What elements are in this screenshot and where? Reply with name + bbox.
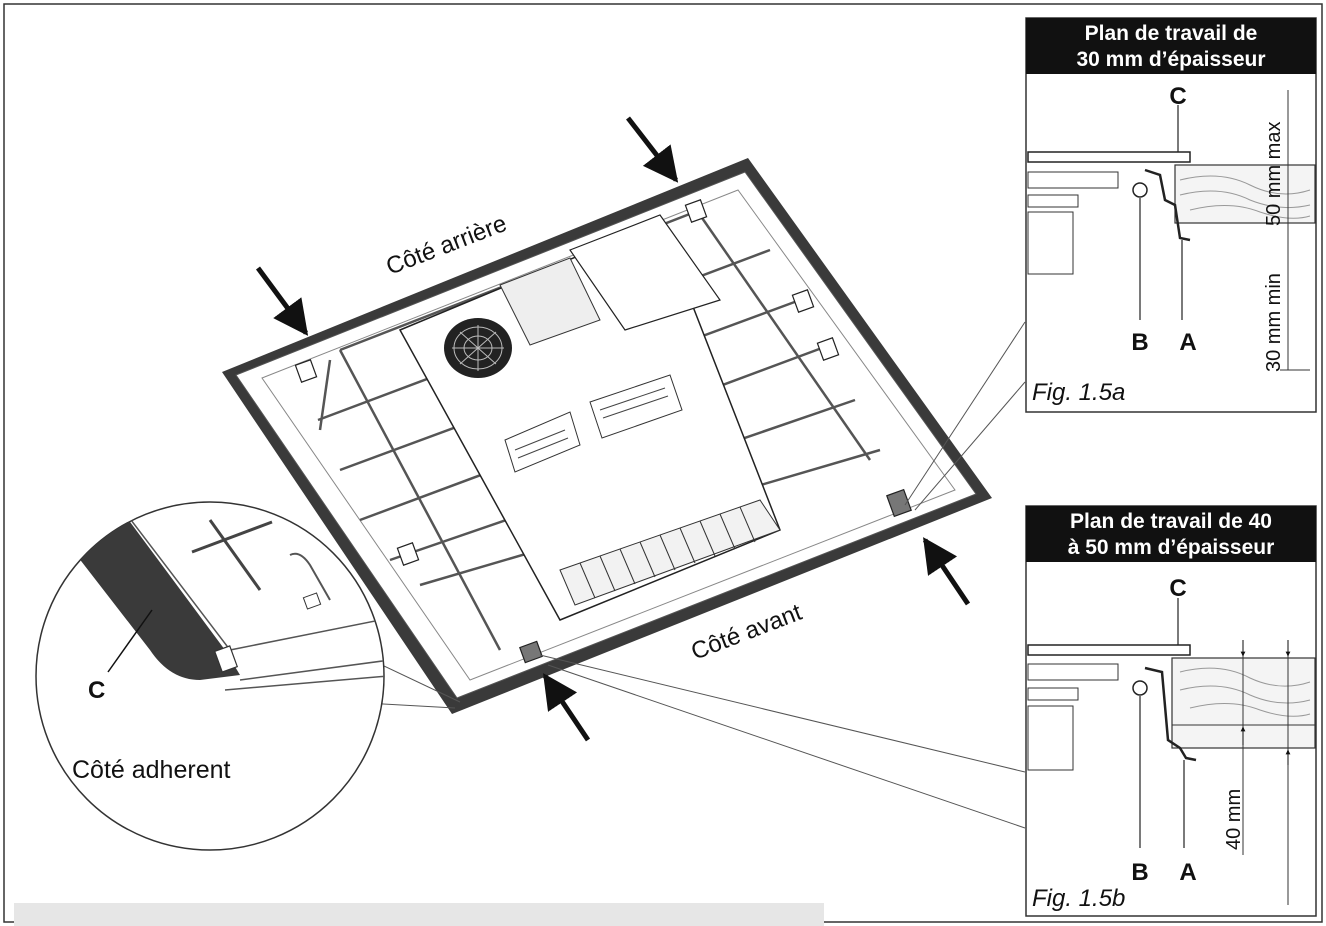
panel-b-part-b: B bbox=[1131, 859, 1148, 886]
panel-b-figure-label: Fig. 1.5b bbox=[1032, 885, 1125, 912]
panel-a-screw bbox=[1132, 182, 1148, 198]
panel-a: Plan de travail de 30 mm d’épaisseur C B… bbox=[1025, 17, 1317, 413]
panel-a-title-line1: Plan de travail de bbox=[1085, 22, 1258, 45]
panel-b-bracket bbox=[1144, 666, 1197, 762]
panel-a-title-line2: 30 mm d’épaisseur bbox=[1076, 48, 1265, 71]
panel-b-part-c: C bbox=[1169, 575, 1186, 602]
cooling-fan bbox=[444, 318, 512, 378]
heat-sink bbox=[559, 499, 781, 606]
panel-a-dim-min: 30 mm min bbox=[1263, 273, 1285, 372]
panel-b: Plan de travail de 40 à 50 mm d’épaisseu… bbox=[1025, 505, 1317, 917]
panel-a-bracket bbox=[1144, 168, 1191, 242]
adhesive-side-label: Côté adherent bbox=[72, 756, 231, 784]
panel-a-dim-max: 50 mm max bbox=[1263, 122, 1285, 226]
panel-a-part-c: C bbox=[1169, 83, 1186, 110]
rating-label-1 bbox=[504, 411, 581, 473]
panel-b-dim: 40 mm bbox=[1223, 789, 1245, 850]
panel-b-screw bbox=[1132, 680, 1148, 696]
panel-b-part-a: A bbox=[1179, 859, 1196, 886]
panel-a-part-b: B bbox=[1131, 329, 1148, 356]
panel-a-title-bar bbox=[1026, 18, 1316, 74]
hob-underside bbox=[222, 158, 992, 714]
panel-b-title-bar bbox=[1026, 506, 1316, 562]
panel-a-glass bbox=[1027, 151, 1191, 163]
callout-lines bbox=[345, 321, 1026, 829]
panel-a-figure-label: Fig. 1.5a bbox=[1032, 379, 1125, 406]
panel-b-glass bbox=[1027, 644, 1191, 656]
c-leader bbox=[107, 609, 153, 673]
panel-a-part-a: A bbox=[1179, 329, 1196, 356]
caption-strip bbox=[14, 903, 824, 926]
zoom-part-c: C bbox=[88, 677, 105, 704]
panel-b-title-line2: à 50 mm d’épaisseur bbox=[1068, 536, 1275, 559]
control-board bbox=[569, 214, 721, 331]
mounting-clips bbox=[294, 199, 912, 664]
panel-b-title-line1: Plan de travail de 40 bbox=[1070, 510, 1272, 533]
